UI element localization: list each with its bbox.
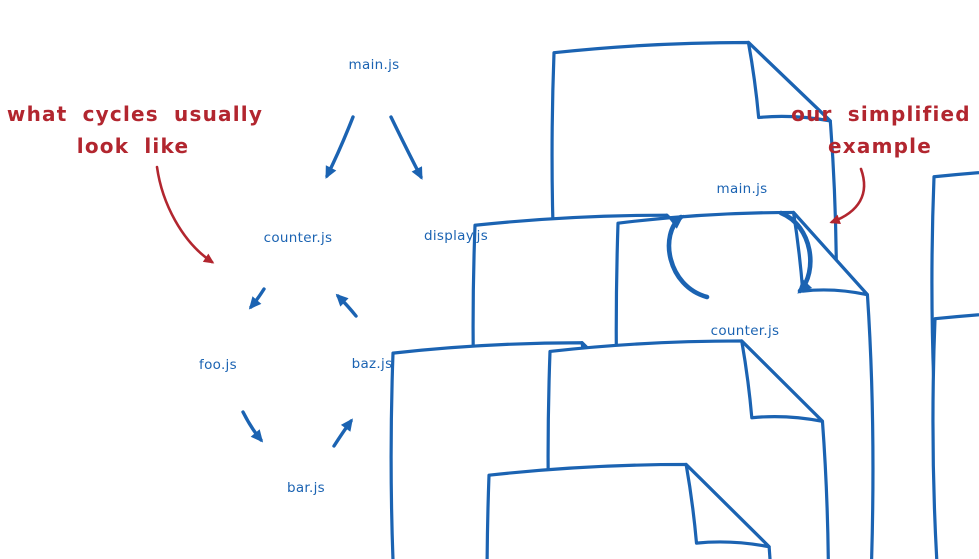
edge-bar-to-baz	[332, 418, 353, 448]
file-label: main.js	[717, 181, 768, 197]
edge-counter-to-foo	[248, 287, 266, 310]
edge-baz-to-counter	[335, 293, 358, 318]
file-node-left-foo: foo.js	[199, 341, 669, 559]
right-diagram: our simplified example main.js counter.j…	[666, 102, 979, 559]
left-annotation-line1: what cycles usually	[7, 102, 263, 126]
left-annotation-line2: look like	[77, 134, 189, 158]
file-label: display.js	[424, 228, 488, 244]
edge-counter-to-main-cycle	[666, 214, 710, 300]
file-label: baz.js	[352, 356, 393, 372]
edge-foo-to-bar	[241, 410, 264, 443]
file-node-right-counter: counter.js	[711, 307, 979, 559]
file-label: main.js	[349, 57, 400, 73]
edge-main-to-counter-cycle	[778, 210, 813, 294]
edge-main-to-display	[389, 115, 423, 180]
file-label: bar.js	[287, 480, 325, 496]
file-label: counter.js	[264, 230, 333, 246]
file-label: counter.js	[711, 323, 780, 339]
file-node-left-counter: counter.js	[264, 214, 755, 559]
file-node-left-main: main.js	[349, 41, 838, 409]
right-annotation-arrow	[829, 167, 866, 224]
right-annotation-line2: example	[828, 134, 932, 158]
left-annotation-arrow	[155, 165, 215, 264]
file-node-left-bar: bar.js	[287, 463, 777, 559]
file-node-left-baz: baz.js	[352, 339, 830, 559]
edge-main-to-counter	[325, 115, 355, 179]
right-annotation-line1: our simplified	[791, 102, 971, 126]
file-node-left-display: display.js	[424, 211, 875, 559]
file-node-right-main: main.js	[717, 164, 979, 546]
left-diagram: what cycles usually look like main.js co…	[7, 41, 875, 559]
file-label: foo.js	[199, 357, 237, 373]
